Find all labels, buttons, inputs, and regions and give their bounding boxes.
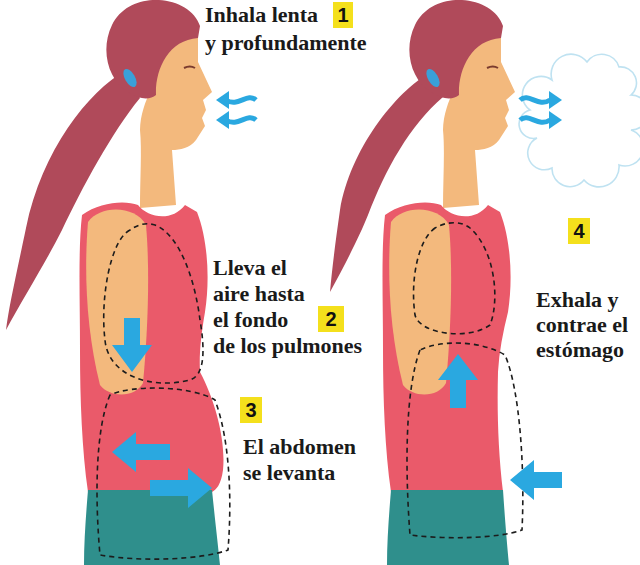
up-arrow bbox=[438, 354, 478, 408]
abdomen-outline bbox=[407, 343, 523, 538]
left-arrow bbox=[112, 432, 170, 472]
pants bbox=[387, 490, 509, 565]
inhale-arrow bbox=[226, 98, 256, 103]
inhale-arrow bbox=[226, 118, 256, 123]
down-arrow bbox=[112, 318, 152, 372]
abdomen-outline bbox=[97, 388, 230, 559]
inhale-arrow-head bbox=[216, 111, 229, 129]
figure bbox=[383, 0, 516, 565]
label-box: Lleva el aire hasta el fondo de los pulm… bbox=[213, 255, 373, 359]
callout-number-box: 4 bbox=[568, 218, 590, 244]
exhale-arrow-head bbox=[549, 91, 562, 109]
tank-top bbox=[383, 202, 511, 492]
lung-outline bbox=[104, 224, 203, 383]
exhale-arrow bbox=[520, 118, 550, 123]
callout-number: 2 bbox=[325, 309, 336, 329]
lung-outline bbox=[414, 223, 495, 334]
eye bbox=[487, 67, 498, 69]
label-box: El abdomen se levanta bbox=[243, 434, 368, 486]
tank-top bbox=[80, 202, 224, 492]
callout-number: 1 bbox=[337, 5, 348, 25]
arm bbox=[389, 210, 451, 395]
right-arrow bbox=[150, 468, 212, 508]
callout-number-box: 3 bbox=[240, 397, 262, 423]
hair-tie bbox=[424, 67, 443, 89]
pants bbox=[84, 490, 220, 565]
left-arrow bbox=[510, 460, 562, 500]
exhale-arrow-head bbox=[549, 111, 562, 129]
label-box: Exhala y contrae el estómago bbox=[536, 287, 634, 362]
step-text: El abdomen se levanta bbox=[243, 434, 356, 485]
exhale-arrow bbox=[520, 98, 550, 103]
step-text: Exhala y contrae el estómago bbox=[536, 287, 628, 362]
hair bbox=[409, 0, 503, 98]
hair-tie bbox=[121, 67, 140, 89]
hair bbox=[106, 0, 200, 98]
callout-number: 4 bbox=[573, 221, 584, 241]
eye bbox=[184, 67, 195, 69]
inhale-arrow-head bbox=[216, 91, 229, 109]
callout-number: 3 bbox=[245, 400, 256, 420]
callout-number-box: 2 bbox=[318, 306, 344, 332]
breath-cloud bbox=[519, 54, 640, 187]
callout-number-box: 1 bbox=[333, 2, 353, 28]
